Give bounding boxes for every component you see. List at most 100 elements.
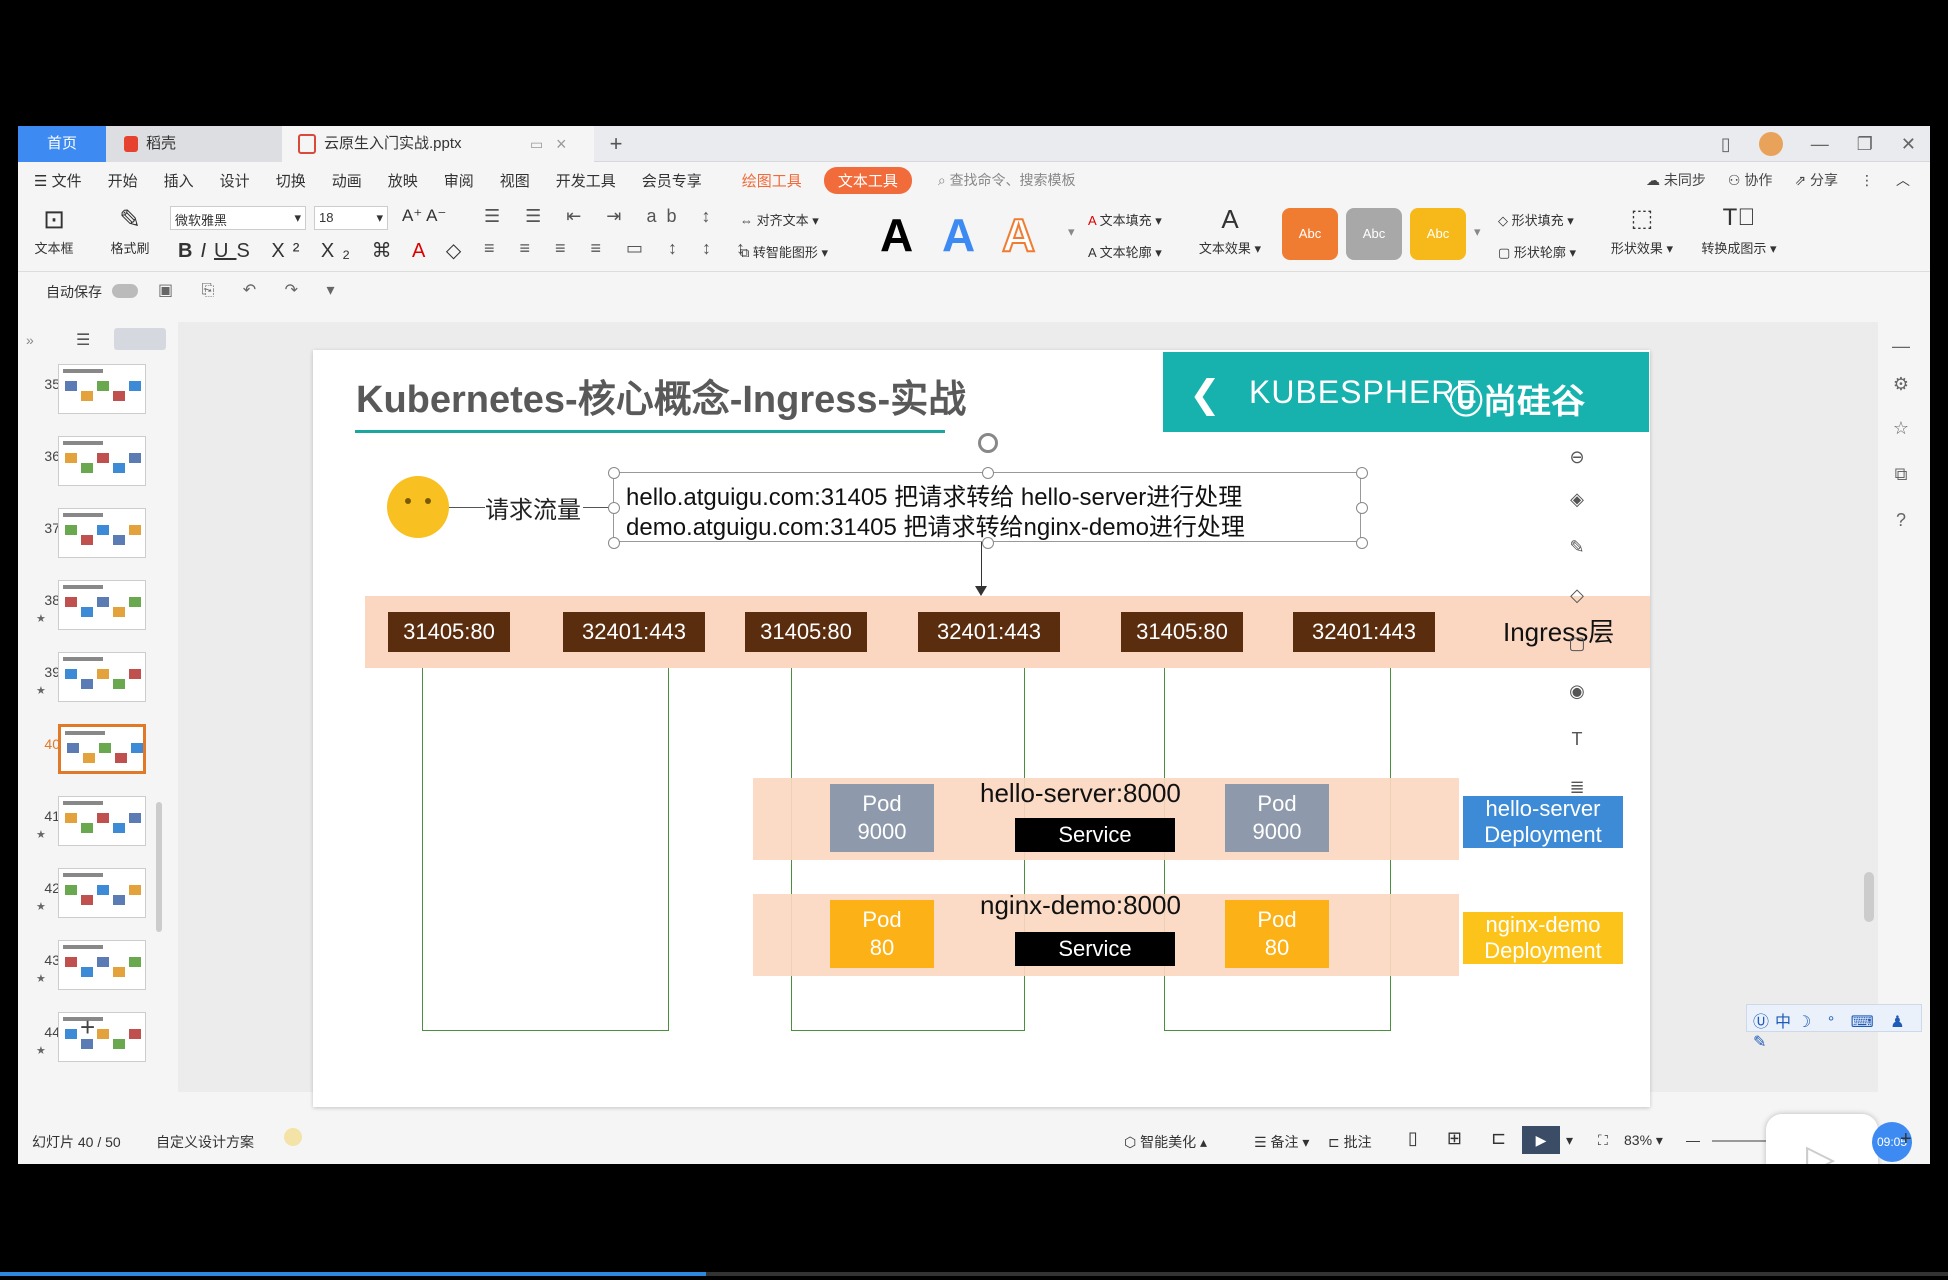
resize-handle[interactable] <box>1356 502 1368 514</box>
shape-fill-button[interactable]: ◇ 形状填充 ▾ <box>1498 213 1574 228</box>
thumbnail-image[interactable] <box>58 580 146 630</box>
expand-panel-icon[interactable]: » <box>26 332 34 348</box>
resize-handle[interactable] <box>608 537 620 549</box>
textbox-button[interactable]: ⊡ 文本框 <box>30 204 78 257</box>
text-style-black[interactable]: A <box>880 209 914 261</box>
text-convert-icon[interactable]: T <box>1571 729 1583 749</box>
collapse-ribbon-icon[interactable]: ︿ <box>1896 172 1910 188</box>
thumbnail-image[interactable] <box>58 940 146 990</box>
pin-icon[interactable]: ▭ <box>530 136 544 152</box>
thumbnail-image[interactable] <box>58 796 146 846</box>
layers-icon[interactable]: ◈ <box>1570 489 1584 509</box>
close-tab-icon[interactable]: × <box>556 134 567 154</box>
slide-thumbnail-35[interactable]: 35 <box>18 360 168 418</box>
menu-transition[interactable]: 切换 <box>275 172 306 190</box>
text-fill-button[interactable]: A 文本填充 ▾ <box>1088 213 1162 228</box>
text-effect-button[interactable]: A 文本效果 ▾ <box>1190 204 1270 257</box>
shape-style-orange[interactable]: Abc <box>1282 208 1338 260</box>
fill-icon[interactable]: ◇ <box>1570 585 1584 605</box>
more-icon[interactable]: ⋮ <box>1860 171 1874 188</box>
tab-document[interactable]: 云原生入门实战.pptx ▭ × <box>282 126 594 162</box>
thumbnail-image[interactable] <box>58 436 146 486</box>
pen-icon[interactable]: ✎ <box>1569 537 1585 557</box>
shape-style-gray[interactable]: Abc <box>1346 208 1402 260</box>
video-progress-track[interactable] <box>0 1272 1948 1276</box>
slide-thumbnail-36[interactable]: 36 <box>18 432 168 490</box>
resize-handle[interactable] <box>1356 537 1368 549</box>
tab-daoke[interactable]: 稻壳 <box>106 126 282 162</box>
slide-scrollbar[interactable] <box>1864 332 1874 1032</box>
shape-effect-button[interactable]: ⬚ 形状效果 ▾ <box>1602 204 1682 257</box>
thumbnail-image[interactable] <box>58 868 146 918</box>
view-mode-buttons[interactable]: ▯ ⊞ ⊏ <box>1408 1128 1519 1148</box>
format-painter-button[interactable]: ✎ 格式刷 <box>106 204 154 257</box>
menu-review[interactable]: 审阅 <box>443 172 474 190</box>
resize-handle[interactable] <box>608 467 620 479</box>
menu-view[interactable]: 视图 <box>499 172 530 190</box>
avatar[interactable] <box>1758 132 1783 156</box>
align-buttons[interactable]: ≡ ≡ ≡ ≡ ▭ ↕ ↕ ↕ <box>484 238 756 258</box>
collapse-handle-icon[interactable]: — <box>1892 336 1910 356</box>
animation-icon[interactable]: ⧉ <box>1894 464 1908 484</box>
shape-outline-button[interactable]: ▢ 形状轮廓 ▾ <box>1498 245 1577 260</box>
beautify-button[interactable]: ⬡ 智能美化 ▴ <box>1124 1134 1208 1150</box>
menu-text-tools[interactable]: 文本工具 <box>823 166 912 194</box>
scrollbar-thumb[interactable] <box>1864 872 1874 922</box>
star-icon[interactable]: ☆ <box>1892 418 1910 438</box>
new-tab-button[interactable]: + <box>609 131 623 156</box>
play-button[interactable]: ▶ <box>1522 1126 1560 1154</box>
thumbnail-view-icon[interactable] <box>114 328 166 350</box>
font-size-select[interactable]: 18▾ <box>314 206 388 230</box>
design-scheme[interactable]: 自定义设计方案 <box>156 1134 254 1150</box>
comment-button[interactable]: ⊏ 批注 <box>1328 1134 1372 1150</box>
text-style-orange[interactable]: A <box>1001 208 1036 262</box>
slide-thumbnail-38[interactable]: 38★ <box>18 576 168 634</box>
resize-handle[interactable] <box>982 537 994 549</box>
more-shape-styles-icon[interactable]: ▾ <box>1474 224 1481 239</box>
menu-member[interactable]: 会员专享 <box>641 172 702 190</box>
menu-design[interactable]: 设计 <box>219 172 250 190</box>
command-search[interactable]: ⌕ 查找命令、搜索模板 <box>938 170 1076 190</box>
ime-toolbar[interactable]: Ⓤ中☽ ° ⌨ ♟ ✎ <box>1746 1004 1922 1051</box>
add-slide-icon[interactable]: + <box>80 1012 96 1042</box>
help-icon[interactable]: ? <box>1895 510 1906 530</box>
thumbnail-image[interactable] <box>58 1012 146 1062</box>
thumbnail-image[interactable] <box>58 364 146 414</box>
outline-icon[interactable]: ▢ <box>1568 633 1586 653</box>
slide-thumbnail-37[interactable]: 37 <box>18 504 168 562</box>
collapse-icon[interactable]: ⊖ <box>1569 447 1585 467</box>
thumbnail-scrollbar[interactable] <box>156 802 162 932</box>
resize-handle[interactable] <box>982 467 994 479</box>
outline-view-icon[interactable]: ☰ <box>76 332 91 349</box>
slide-thumbnail-42[interactable]: 42★ <box>18 864 168 922</box>
autosave-toggle[interactable] <box>112 284 138 298</box>
menu-animation[interactable]: 动画 <box>331 172 362 190</box>
play-overlay-icon[interactable]: ▷ <box>1806 1138 1836 1164</box>
thumbnail-image[interactable] <box>58 652 146 702</box>
close-icon[interactable]: ✕ <box>1900 133 1916 154</box>
menu-slideshow[interactable]: 放映 <box>387 172 418 190</box>
sync-button[interactable]: ☁ 未同步 <box>1646 172 1706 188</box>
bulb-icon[interactable]: ◉ <box>1569 681 1585 701</box>
layout-icon[interactable]: ▯ <box>1720 133 1731 154</box>
properties-icon[interactable]: ⚙ <box>1892 374 1910 394</box>
slide-thumbnail-44[interactable]: 44★ <box>18 1008 168 1066</box>
video-player-overlay[interactable]: ▷ <box>1766 1114 1878 1164</box>
convert-graphic-button[interactable]: T⃞ 转换成图示 ▾ <box>1694 204 1784 257</box>
share-button[interactable]: ⇗ 分享 <box>1794 172 1838 188</box>
resize-handle[interactable] <box>1356 467 1368 479</box>
rotate-handle-icon[interactable] <box>978 433 998 453</box>
route-textbox[interactable]: hello.atguigu.com:31405 把请求转给 hello-serv… <box>608 433 1368 549</box>
notes-button[interactable]: ☰ 备注 ▾ <box>1254 1134 1310 1150</box>
fit-window-icon[interactable]: ⛶ <box>1598 1132 1608 1148</box>
align-text-button[interactable]: ⇔ 对齐文本 ▾ <box>740 213 819 228</box>
play-options-icon[interactable]: ▾ <box>1566 1132 1574 1148</box>
menu-insert[interactable]: 插入 <box>163 172 194 190</box>
text-style-blue[interactable]: A <box>942 209 976 261</box>
font-style-buttons[interactable]: BIUS X² X₂ ⌘ A ◇ <box>178 240 470 262</box>
collab-button[interactable]: ⚇ 协作 <box>1727 172 1773 188</box>
slide-thumbnail-41[interactable]: 41★ <box>18 792 168 850</box>
resize-handle[interactable] <box>608 502 620 514</box>
menu-start[interactable]: 开始 <box>107 172 138 190</box>
shape-style-yellow[interactable]: Abc <box>1410 208 1466 260</box>
